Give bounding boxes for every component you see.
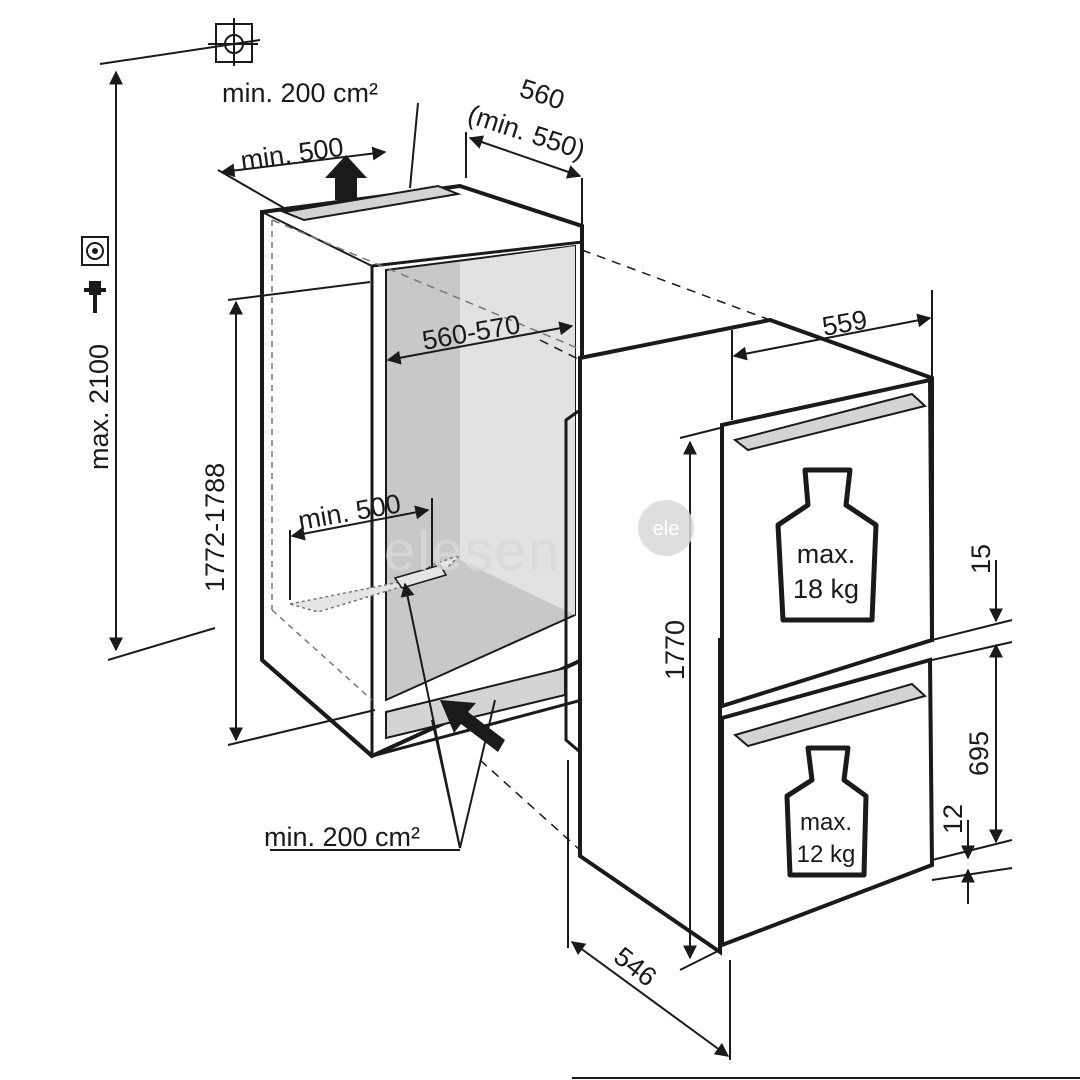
upper-door-handle <box>732 392 928 452</box>
ventilation-grille-icon <box>208 18 258 66</box>
watermark: elesen ele <box>384 500 694 582</box>
watermark-badge: ele <box>653 518 680 540</box>
appliance-depth-label: 546 <box>608 941 662 992</box>
lower-load-weight: 12 kg <box>797 841 856 868</box>
max-height-label: max. 2100 <box>84 344 114 470</box>
gap-bottom-label: 12 <box>938 804 968 834</box>
fridge-appliance <box>564 317 935 956</box>
upper-load-max: max. <box>797 539 856 569</box>
top-vent-area-label: min. 200 cm² <box>222 78 378 108</box>
top-vent-grille <box>280 184 462 222</box>
watermark-text: elesen <box>384 519 561 582</box>
socket-icon <box>81 236 109 266</box>
gap-top-label: 15 <box>966 544 996 574</box>
niche-width-label: 560 <box>516 73 568 115</box>
weight-icon: max. 18 kg <box>775 467 879 623</box>
upper-load-weight: 18 kg <box>793 574 859 604</box>
appliance-width-label: 559 <box>820 305 870 342</box>
plug-icon <box>84 281 106 313</box>
weight-icon: max. 12 kg <box>784 745 869 878</box>
bottom-vent-area-label: min. 200 cm² <box>264 822 420 852</box>
lower-door-label: 695 <box>964 731 994 776</box>
lower-load-max: max. <box>800 809 852 836</box>
lower-door-handle <box>732 682 927 748</box>
top-vent-width-label: min. 500 <box>239 132 346 176</box>
niche-height-label: 1772-1788 <box>200 463 230 592</box>
top-airflow-arrow <box>325 155 367 200</box>
appliance-height-label: 1770 <box>660 620 690 680</box>
bottom-airflow-arrow <box>440 700 505 752</box>
niche-width-min-label: (min. 550) <box>464 99 589 165</box>
watermark-badge-icon <box>638 500 694 556</box>
airflow-arrows <box>325 155 505 752</box>
